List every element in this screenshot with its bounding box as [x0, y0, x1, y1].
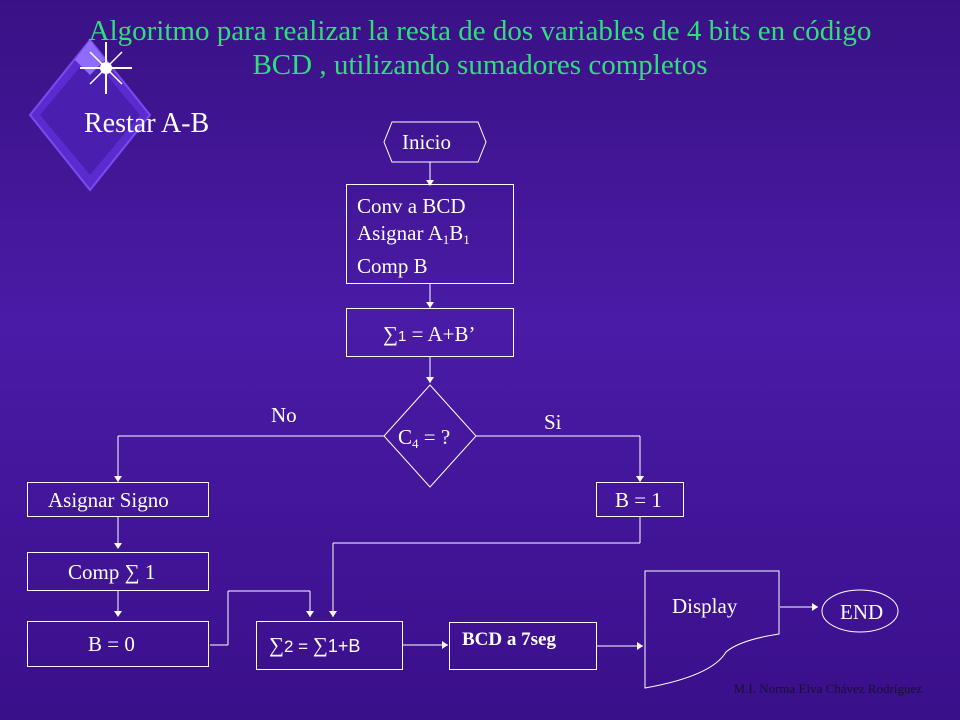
decision-diamond	[383, 384, 477, 488]
inicio-terminal-shape	[383, 121, 487, 163]
end-label: END	[840, 600, 884, 624]
conv-line-1: Conv a BCD	[357, 194, 466, 218]
subtitle-restar: Restar A-B	[84, 108, 210, 139]
si-branch-label: Si	[544, 410, 562, 434]
end-ellipse	[821, 589, 899, 633]
display-label: Display	[672, 594, 738, 618]
slide-title: Algoritmo para realizar la resta de dos …	[30, 14, 930, 82]
process-b-equals-0: B = 0	[27, 621, 209, 667]
decision-label: C4 = ?	[398, 425, 451, 451]
diamond-star-logo	[28, 38, 152, 192]
author-credit: M.I. Norma Elva Chávez Rodríguez	[733, 681, 922, 696]
conv-line-2: Asignar A1B1	[357, 221, 470, 247]
display-document-shape	[644, 570, 780, 689]
process-bcd-a-7seg: BCD a 7seg	[449, 622, 597, 670]
process-sum1: ∑1 = A+B’	[346, 308, 514, 357]
process-comp-sum1: Comp ∑ 1	[27, 552, 209, 591]
no-branch-label: No	[271, 403, 297, 427]
sigma-symbol-3: ∑	[312, 633, 328, 657]
inicio-label: Inicio	[402, 130, 451, 154]
sigma-symbol-1: ∑	[383, 322, 398, 346]
process-b-equals-1: B = 1	[596, 482, 684, 517]
process-conv-bcd: Conv a BCD Asignar A1B1 Comp B	[346, 184, 514, 284]
title-line-1: Algoritmo para realizar la resta de dos …	[88, 15, 872, 47]
conv-line-3: Comp B	[357, 254, 428, 278]
sigma-symbol-comp: ∑	[124, 560, 140, 584]
title-line-2: BCD , utilizando sumadores completos	[252, 49, 708, 81]
sigma-symbol-2: ∑	[269, 633, 284, 657]
process-sum2: ∑2 = ∑1+B	[256, 621, 403, 670]
process-asignar-signo: Asignar Signo	[27, 482, 209, 517]
